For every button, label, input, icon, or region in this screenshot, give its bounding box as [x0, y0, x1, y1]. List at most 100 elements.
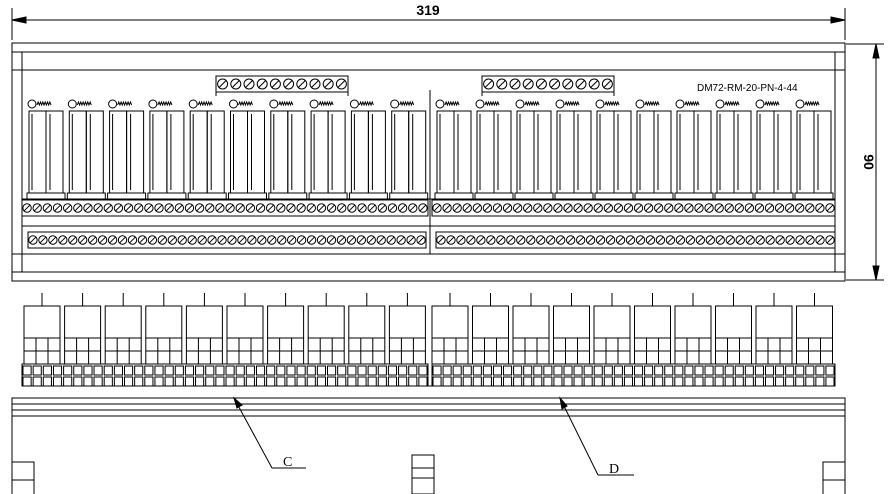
- screw-icon: [326, 235, 337, 245]
- relay-side: [23, 293, 61, 365]
- lever-icon: [515, 99, 525, 109]
- screw-icon: [225, 203, 235, 213]
- screw-icon: [416, 235, 426, 245]
- screw-icon: [775, 235, 785, 245]
- relay-side: [226, 293, 264, 365]
- screw-icon: [144, 203, 154, 213]
- screw-icon: [78, 235, 88, 245]
- lever-icon: [435, 99, 445, 109]
- screw-icon: [87, 235, 98, 245]
- screw-icon: [523, 203, 533, 213]
- relay: [714, 99, 754, 200]
- screw-icon: [675, 235, 686, 245]
- terminal-strip-side: [21, 363, 836, 387]
- screw-icon: [177, 235, 187, 245]
- screw-icon: [32, 203, 42, 213]
- screw-icon: [127, 235, 138, 245]
- screw-icon: [137, 235, 148, 245]
- screw-icon: [243, 78, 255, 90]
- screw-icon: [306, 235, 317, 245]
- terminal-strip-top: [21, 198, 836, 249]
- screw-icon: [367, 203, 377, 213]
- relay-side: [267, 293, 305, 365]
- callout-c-label: C: [283, 455, 292, 470]
- screw-icon: [167, 235, 177, 245]
- screw-icon: [309, 78, 321, 90]
- relay: [348, 99, 388, 200]
- screw-icon: [685, 235, 696, 245]
- spring-icon: [36, 100, 52, 107]
- spring-icon: [484, 100, 500, 107]
- screw-icon: [665, 235, 676, 245]
- screw-icon: [555, 235, 566, 245]
- spring-icon: [358, 100, 374, 107]
- screw-icon: [283, 78, 295, 90]
- relay: [674, 99, 714, 200]
- screw-icon: [573, 203, 583, 213]
- screw-icon: [446, 235, 456, 245]
- height-dimension: 90: [846, 43, 884, 281]
- screw-icon: [432, 203, 442, 213]
- screw-icon: [694, 203, 704, 213]
- screw-icon: [296, 78, 308, 90]
- lever-icon: [269, 99, 279, 109]
- screw-icon: [93, 203, 103, 213]
- screw-icon: [269, 78, 281, 90]
- screw-icon: [535, 78, 547, 90]
- relay-side: [796, 293, 833, 365]
- screw-icon: [466, 235, 476, 245]
- screw-icon: [296, 235, 307, 245]
- spring-icon: [644, 100, 660, 107]
- screw-icon: [774, 203, 785, 213]
- spring-icon: [444, 100, 460, 107]
- screw-icon: [563, 203, 573, 213]
- screw-icon: [593, 203, 603, 213]
- screw-icon: [286, 235, 297, 245]
- screw-icon: [625, 235, 636, 245]
- screw-icon: [765, 235, 775, 245]
- screw-icon: [62, 203, 73, 213]
- screw-icon: [653, 203, 664, 213]
- spring-icon: [724, 100, 740, 107]
- screw-icon: [306, 203, 316, 213]
- side-view: [11, 293, 846, 494]
- screw-icon: [635, 235, 646, 245]
- screw-icon: [615, 235, 626, 245]
- screw-icon: [643, 203, 654, 213]
- spring-icon: [238, 100, 253, 107]
- relay-side: [64, 293, 102, 365]
- relay-side: [431, 293, 469, 365]
- relay-array-side: [23, 293, 833, 365]
- screw-icon: [764, 203, 775, 213]
- screw-icon: [147, 235, 158, 245]
- screw-icon: [336, 235, 347, 245]
- screw-icon: [217, 78, 229, 90]
- screw-icon: [553, 203, 563, 213]
- screw-icon: [217, 235, 227, 245]
- callout-d: D: [559, 396, 634, 477]
- screw-icon: [623, 203, 634, 213]
- screw-icon: [695, 235, 706, 245]
- spring-icon: [399, 100, 415, 107]
- lever-icon: [555, 99, 565, 109]
- spring-icon: [764, 100, 780, 107]
- spring-icon: [117, 100, 133, 107]
- screw-icon: [164, 203, 174, 213]
- screw-icon: [386, 235, 396, 245]
- relay-side: [553, 293, 590, 365]
- screw-icon: [52, 203, 63, 213]
- screw-icon: [58, 235, 68, 245]
- power-terminal-blocks: [215, 75, 615, 96]
- screw-icon: [633, 203, 644, 213]
- screw-icon: [42, 203, 53, 213]
- screw-icon: [795, 235, 805, 245]
- screw-icon: [536, 235, 546, 245]
- screw-icon: [48, 235, 58, 245]
- screw-icon: [326, 203, 337, 213]
- screw-icon: [205, 203, 215, 213]
- screw-icon: [265, 203, 276, 213]
- lever-icon: [795, 99, 805, 109]
- screw-icon: [583, 203, 593, 213]
- screw-icon: [805, 235, 815, 245]
- lever-icon: [229, 99, 238, 109]
